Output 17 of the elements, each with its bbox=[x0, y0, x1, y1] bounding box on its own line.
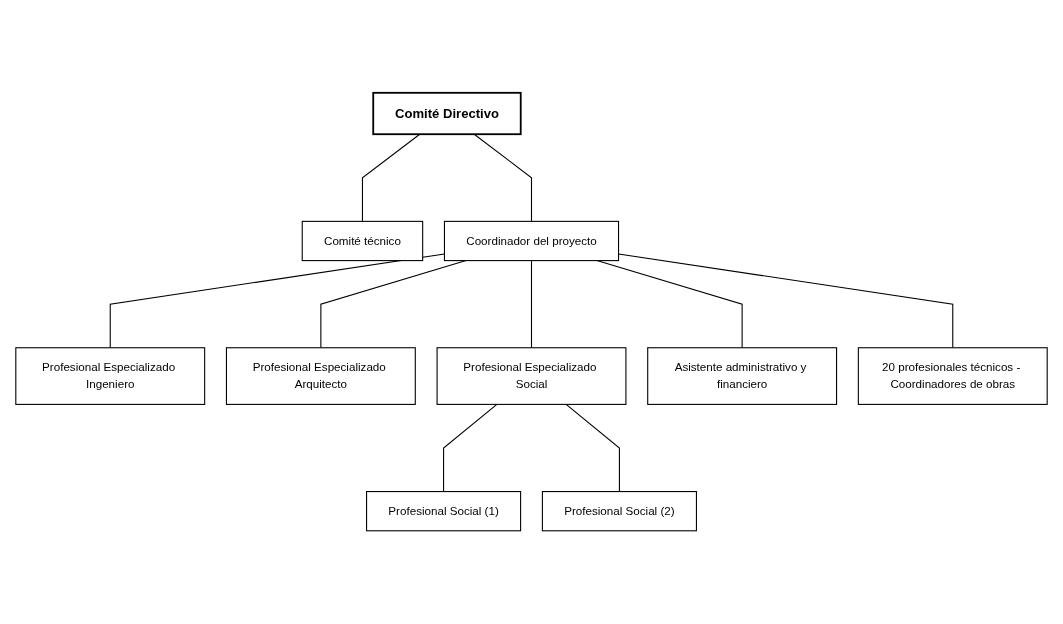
node-box: Comité Directivo bbox=[372, 92, 522, 136]
node-box: Coordinador del proyecto bbox=[443, 221, 620, 262]
node-box: Asistente administrativo y financiero bbox=[647, 347, 838, 406]
node-box: Profesional Especializado Ingeniero bbox=[15, 347, 206, 406]
connector bbox=[443, 404, 498, 493]
node-box: Profesional Especializado Arquitecto bbox=[225, 347, 416, 406]
connector bbox=[361, 133, 421, 223]
connector bbox=[530, 260, 533, 349]
node-box: 20 profesionales técnicos - Coordinadores de obras bbox=[857, 347, 1048, 406]
node-box: Profesional Social (1) bbox=[366, 491, 522, 532]
connector bbox=[473, 133, 533, 223]
node-box: Comité técnico bbox=[301, 221, 424, 262]
node-box: Profesional Social (2) bbox=[541, 491, 697, 532]
connector bbox=[618, 253, 954, 349]
connector bbox=[109, 253, 445, 349]
node-box: Profesional Especializado Social bbox=[436, 347, 627, 406]
connector bbox=[565, 404, 620, 493]
